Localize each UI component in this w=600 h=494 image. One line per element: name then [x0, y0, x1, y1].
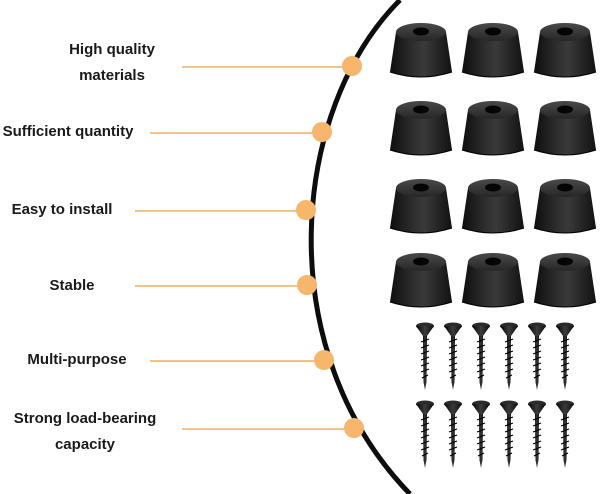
feature-dot-quantity [312, 122, 332, 142]
feature-label-line: Strong load-bearing [13, 410, 157, 427]
screw [415, 321, 435, 391]
feature-label-stable: Stable [36, 273, 108, 299]
feature-label-quality: High quality materials [50, 37, 174, 89]
rubber-foot [533, 178, 597, 234]
feature-label-install: Easy to install [0, 197, 124, 223]
screw [555, 321, 575, 391]
rubber-foot [533, 100, 597, 156]
rubber-foot [389, 100, 453, 156]
screw [471, 321, 491, 391]
rubber-foot [461, 252, 525, 308]
feature-label-line: High quality [69, 41, 155, 58]
screw [471, 399, 491, 469]
feature-label-line: materials [79, 67, 145, 84]
leader-line-quantity [150, 132, 322, 134]
feature-label-quantity: Sufficient quantity [0, 119, 136, 145]
rubber-foot [461, 178, 525, 234]
rubber-foot [533, 252, 597, 308]
screw [415, 399, 435, 469]
leader-line-stable [135, 285, 305, 287]
feature-label-line: capacity [54, 436, 116, 453]
screw [527, 321, 547, 391]
screw [499, 399, 519, 469]
screw [527, 399, 547, 469]
rubber-feet-grid [389, 22, 597, 308]
feature-label-line: Easy to install [11, 201, 113, 218]
leader-line-load [182, 428, 354, 430]
leader-line-install [135, 210, 305, 212]
rubber-foot [461, 100, 525, 156]
rubber-foot [389, 22, 453, 78]
screw [443, 399, 463, 469]
screw [443, 321, 463, 391]
feature-label-line: Sufficient quantity [2, 123, 134, 140]
feature-label-load: Strong load-bearing capacity [6, 406, 164, 458]
screws-grid [415, 321, 575, 469]
leader-line-multi [150, 360, 324, 362]
feature-dot-load [344, 418, 364, 438]
screw [555, 399, 575, 469]
feature-dot-quality [342, 56, 362, 76]
rubber-foot [389, 252, 453, 308]
feature-dot-multi [314, 350, 334, 370]
rubber-foot [533, 22, 597, 78]
feature-label-line: Multi-purpose [27, 351, 127, 368]
rubber-foot [389, 178, 453, 234]
leader-line-quality [182, 66, 352, 68]
screw [499, 321, 519, 391]
feature-dot-install [296, 200, 316, 220]
feature-dot-stable [297, 275, 317, 295]
feature-label-line: Stable [49, 277, 95, 294]
feature-label-multi: Multi-purpose [22, 347, 132, 373]
rubber-foot [461, 22, 525, 78]
